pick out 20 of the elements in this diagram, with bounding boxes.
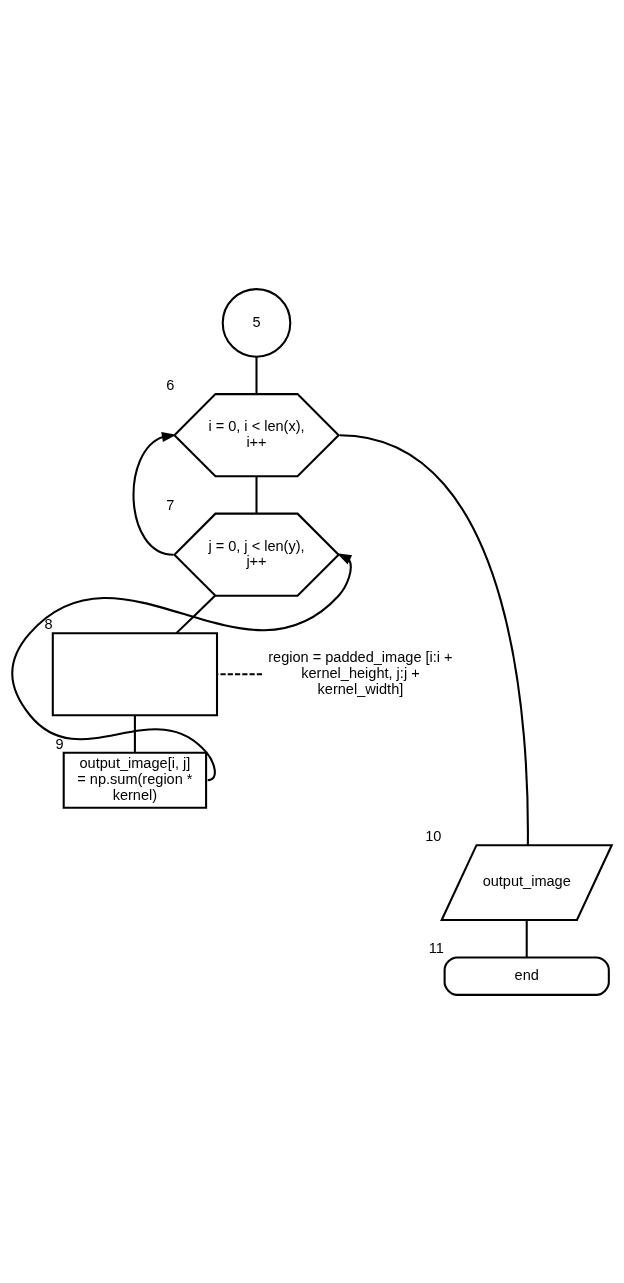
node-label: 9 (55, 735, 64, 752)
node-text: region = padded_image [i:i + kernel_height, j:j + kernel_width] (268, 648, 453, 697)
node-box: output_image[i, j] = np.sum(region * kernel) (62, 751, 208, 809)
arrow (132, 431, 177, 556)
node-label: 8 (44, 615, 53, 632)
node-label: 6 (166, 376, 175, 393)
node-label: 7 (166, 496, 175, 513)
node-circle: 5 (221, 287, 292, 358)
connector (175, 594, 216, 634)
connector (133, 714, 136, 753)
connector (255, 475, 258, 513)
node-box: end (443, 955, 610, 996)
node-label: 10 (425, 827, 442, 844)
arrow (11, 552, 353, 781)
connector (255, 356, 258, 394)
node-box (51, 631, 219, 716)
node-label: 11 (428, 939, 444, 956)
connector (525, 919, 528, 957)
connector (217, 672, 262, 675)
connector (339, 433, 529, 845)
